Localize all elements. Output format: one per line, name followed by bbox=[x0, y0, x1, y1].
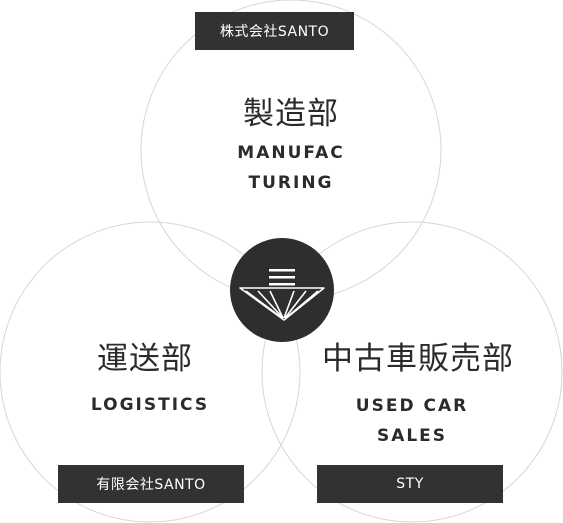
right-title-en: USED CAR SALES bbox=[312, 391, 512, 451]
top-title-en-line: MANUFAC bbox=[237, 143, 345, 163]
top-company-label: 株式会社SANTO bbox=[195, 12, 354, 50]
left-title-jp: 運送部 bbox=[97, 341, 193, 377]
left-title-en: LOGISTICS bbox=[50, 390, 250, 420]
top-title-en-line: TURING bbox=[248, 173, 334, 193]
right-company-label: STY bbox=[317, 465, 503, 503]
santo-logo-icon bbox=[230, 238, 334, 342]
left-circle bbox=[0, 221, 301, 523]
right-title-en-line: SALES bbox=[376, 426, 448, 446]
left-company-label: 有限会社SANTO bbox=[58, 465, 244, 503]
right-title-en-line: USED CAR bbox=[355, 396, 469, 416]
top-title-jp: 製造部 bbox=[243, 96, 339, 132]
right-title-jp: 中古車販売部 bbox=[322, 341, 514, 377]
right-circle bbox=[261, 221, 563, 523]
top-title-en: MANUFAC TURING bbox=[191, 138, 391, 198]
left-title-en-line: LOGISTICS bbox=[90, 395, 210, 415]
